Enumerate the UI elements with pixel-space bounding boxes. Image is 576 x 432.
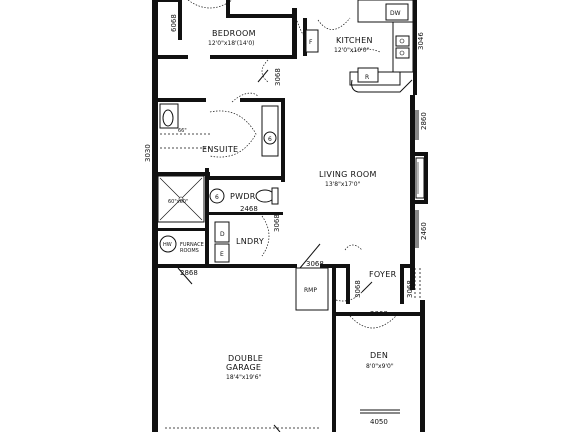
ensuite-sink-icon bbox=[263, 131, 277, 145]
kitchen-window-label: 3046 bbox=[417, 32, 425, 50]
dishwasher-label: DW bbox=[390, 10, 401, 17]
garage-size: 18'4"x19'6" bbox=[226, 374, 262, 381]
dishwasher-icon bbox=[385, 3, 409, 21]
bedroom-entry-label: 3068 bbox=[274, 68, 282, 86]
furnace-label-1: FURNACE bbox=[180, 242, 204, 248]
kitchen-size: 12'0"x10'0" bbox=[334, 47, 370, 54]
ensuite-name: ENSUITE bbox=[202, 145, 238, 154]
powder-toilet-icon bbox=[255, 189, 275, 203]
powder-room: 6 PWDR 2468 bbox=[205, 176, 283, 264]
lndry-door-label: 3068 bbox=[306, 260, 324, 268]
ensuite: 6 66" ENSUITE 3030 3068 bbox=[144, 92, 285, 232]
dryer-icon bbox=[214, 221, 230, 243]
ensuite-window-label: 3030 bbox=[144, 144, 152, 162]
pwdr-door-label: 2468 bbox=[240, 205, 258, 213]
garage: DOUBLE GARAGE 18'4"x19'6" bbox=[165, 354, 320, 432]
foyer: 3068 3068 FOYER bbox=[332, 244, 421, 316]
powder-sink-icon bbox=[209, 188, 225, 204]
water-heater-icon bbox=[159, 235, 177, 253]
living-window-1-label: 2860 bbox=[420, 112, 428, 130]
sink-icon bbox=[395, 35, 410, 47]
living-size: 13'8"x17'0" bbox=[325, 181, 361, 188]
svg-text:6: 6 bbox=[268, 136, 272, 143]
svg-text:6: 6 bbox=[215, 194, 219, 201]
toilet-icon bbox=[162, 109, 174, 127]
den-window-label: 4050 bbox=[370, 418, 388, 426]
fridge-label: F bbox=[309, 39, 313, 46]
garage-name-2: GARAGE bbox=[226, 363, 261, 372]
garage-door-label: 2868 bbox=[180, 269, 198, 277]
bedroom-name: BEDROOM bbox=[212, 29, 256, 38]
water-heater-label: HW bbox=[163, 242, 172, 248]
shower: 60"x60" bbox=[157, 175, 205, 223]
bedroom: 6068 3068 BEDROOM 12'0"x18'(14'0) bbox=[158, 0, 307, 86]
bedroom-closet-label: 6068 bbox=[170, 14, 178, 32]
range-label: R bbox=[365, 74, 369, 81]
living-window-2-label: 2460 bbox=[420, 222, 428, 240]
lndry-entry-label: 3068 bbox=[273, 214, 281, 232]
living-room: 2860 2460 LIVING ROOM 13'8"x17'0" bbox=[319, 110, 428, 248]
garage-name-1: DOUBLE bbox=[228, 354, 263, 363]
washer-icon bbox=[214, 243, 230, 263]
ensuite-size: 66" bbox=[178, 128, 187, 134]
fridge-icon bbox=[305, 29, 319, 53]
foyer-name: FOYER bbox=[369, 270, 397, 279]
bedroom-size: 12'0"x18'(14'0) bbox=[208, 40, 254, 47]
den-name: DEN bbox=[370, 351, 388, 360]
ramp-label: RMP bbox=[304, 287, 317, 294]
ramp: RMP bbox=[295, 267, 329, 311]
dryer-label: D bbox=[220, 231, 225, 238]
range-icon bbox=[357, 67, 379, 83]
laundry-name: LNDRY bbox=[236, 237, 264, 246]
den-door-label: 2068 bbox=[370, 310, 388, 318]
shower-size: 60"x60" bbox=[168, 199, 188, 205]
powder-name: PWDR bbox=[230, 192, 256, 201]
den-size: 8'0"x9'0" bbox=[366, 363, 394, 370]
living-name: LIVING ROOM bbox=[319, 170, 377, 179]
washer-label: E bbox=[220, 251, 224, 258]
kitchen-name: KITCHEN bbox=[336, 36, 373, 45]
exterior-walls bbox=[152, 0, 428, 432]
foyer-door-left-label: 3068 bbox=[354, 280, 362, 298]
kitchen: F DW R 3046 KITCHEN 12'0"x10'0" bbox=[303, 0, 425, 93]
furnace-label-2: ROOMS bbox=[180, 248, 199, 254]
foyer-door-right-label: 3068 bbox=[406, 280, 414, 298]
den: 2068 4050 DEN 8'0"x9'0" bbox=[332, 310, 424, 432]
laundry: D E LNDRY HW FURNACE ROOMS bbox=[158, 215, 270, 263]
